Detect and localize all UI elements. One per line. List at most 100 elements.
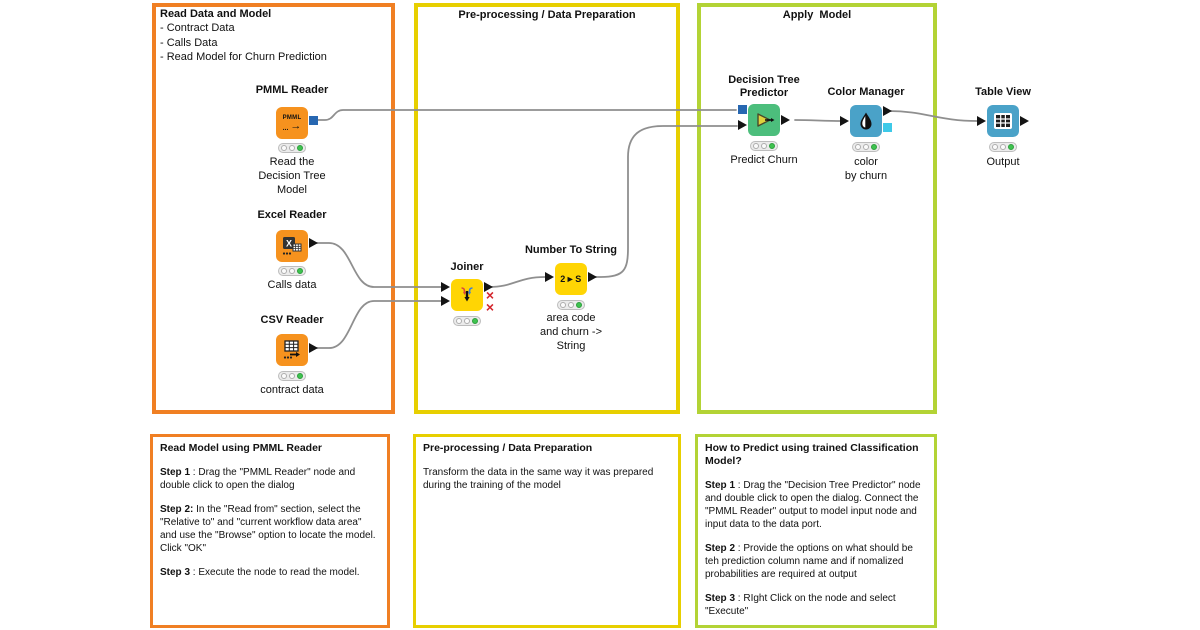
color-manager-icon[interactable] [840,105,892,137]
annotation-body: Transform the data in the same way it wa… [423,467,654,491]
traffic-yellow-dot [464,318,470,324]
joiner-input-port-bottom[interactable] [441,296,450,306]
node-caption: Calls data [267,279,317,291]
traffic-light [557,300,585,310]
node-caption: area code and churn -> String [539,312,603,352]
csv-output-port[interactable] [309,343,318,353]
pmml-glyph-text: PMML [282,115,302,121]
predictor-model-input-port[interactable] [738,105,747,114]
traffic-yellow-dot [289,373,295,379]
arrow-right-icon: → [290,120,302,132]
svg-text:X: X [286,239,292,249]
nts-input-port[interactable] [545,272,554,282]
number-to-string-glyph: 2►S [560,274,582,284]
traffic-green-dot [576,302,582,308]
traffic-green-dot [472,318,478,324]
traffic-red-dot [992,144,998,150]
group-title: Apply Model [782,9,852,21]
traffic-green-dot [297,268,303,274]
red-x-port-icon: × [485,287,494,303]
wire-excel-to-joiner[interactable] [314,242,445,288]
traffic-yellow-dot [568,302,574,308]
group-list-item: - Calls Data [160,36,218,49]
excel-glyph: X [282,237,302,255]
csv-reader-icon[interactable] [276,334,318,366]
traffic-green-dot [769,143,775,149]
joiner-input-port-top[interactable] [441,282,450,292]
number-to-string-icon[interactable]: 2►S [545,263,597,295]
node-label: Joiner [450,261,484,273]
traffic-yellow-dot [289,145,295,151]
traffic-red-dot [281,145,287,151]
traffic-green-dot [297,145,303,151]
group-box-read-data-and-model[interactable]: Read Data and Model - Contract Data - Ca… [152,3,395,414]
joiner-icon[interactable]: × × [441,279,494,314]
wire-joiner-to-numbertostring[interactable] [488,276,546,288]
traffic-yellow-dot [289,268,295,274]
annotation-step: Step 2: In the "Read from" section, sele… [160,504,376,554]
group-title: Pre-processing / Data Preparation [458,9,636,21]
node-caption: contract data [260,384,324,396]
node-label: PMML Reader [255,84,329,96]
traffic-light [750,141,778,151]
predictor-output-port[interactable] [781,115,790,125]
node-caption: color by churn [844,156,888,182]
annotation-title: How to Predict using trained Classificat… [705,442,919,467]
excel-reader-icon[interactable]: X [276,230,318,262]
wire-predictor-to-colormanager[interactable] [794,119,843,122]
group-title: Read Data and Model [160,8,272,20]
traffic-green-dot [297,373,303,379]
decision-tree-predictor-icon[interactable] [738,104,790,136]
nts-output-port[interactable] [588,272,597,282]
node-caption: Predict Churn [730,154,798,166]
traffic-red-dot [855,144,861,150]
traffic-yellow-dot [761,143,767,149]
pmml-reader-icon[interactable]: PMML ... → [276,107,318,139]
wire-csv-to-joiner[interactable] [314,300,445,349]
red-x-port-icon: × [485,299,494,315]
group-box-apply-model[interactable]: Apply Model [697,3,937,414]
colormanager-output-port[interactable] [883,106,892,116]
traffic-light [453,316,481,326]
wire-numbertostring-to-predictor[interactable] [593,125,738,278]
colormanager-input-port[interactable] [840,116,849,126]
joiner-glyph [461,287,473,302]
tableview-output-port[interactable] [1020,116,1029,126]
node-label: Color Manager [827,86,905,98]
pmml-output-port[interactable] [309,116,318,125]
group-box-preprocessing[interactable]: Pre-processing / Data Preparation [414,3,680,414]
traffic-green-dot [871,144,877,150]
annotation-preprocessing[interactable]: Pre-processing / Data Preparation Transf… [413,434,681,628]
node-caption: Read the Decision Tree Model [258,156,326,196]
wire-pmml-to-predictor[interactable] [314,109,737,121]
traffic-green-dot [1008,144,1014,150]
table-view-icon[interactable] [977,105,1029,137]
predictor-data-input-port[interactable] [738,120,747,130]
traffic-red-dot [281,373,287,379]
node-label: Excel Reader [257,209,327,221]
traffic-red-dot [753,143,759,149]
joiner-output-port[interactable] [484,282,493,292]
wire-colormanager-to-tableview[interactable] [887,110,978,122]
annotation-step: Step 2 : Provide the options on what sho… [705,543,913,580]
excel-output-port[interactable] [309,238,318,248]
annotation-read-model[interactable]: Read Model using PMML Reader Step 1 : Dr… [150,434,390,628]
annotation-step: Step 1 : Drag the "Decision Tree Predict… [705,480,921,530]
annotation-title: Read Model using PMML Reader [160,442,322,454]
node-label: CSV Reader [260,314,324,326]
annotation-title: Pre-processing / Data Preparation [423,442,593,454]
colormanager-color-port[interactable] [883,123,892,132]
traffic-yellow-dot [863,144,869,150]
annotation-how-to-predict[interactable]: How to Predict using trained Classificat… [695,434,937,628]
traffic-red-dot [456,318,462,324]
traffic-red-dot [281,268,287,274]
node-caption: Output [986,156,1020,168]
droplet-icon [860,112,872,130]
node-label: Decision Tree Predictor [728,74,800,99]
tableview-input-port[interactable] [977,116,986,126]
node-label: Number To String [524,244,618,256]
predictor-glyph [757,113,775,127]
ellipsis-icon: ... [282,125,289,132]
